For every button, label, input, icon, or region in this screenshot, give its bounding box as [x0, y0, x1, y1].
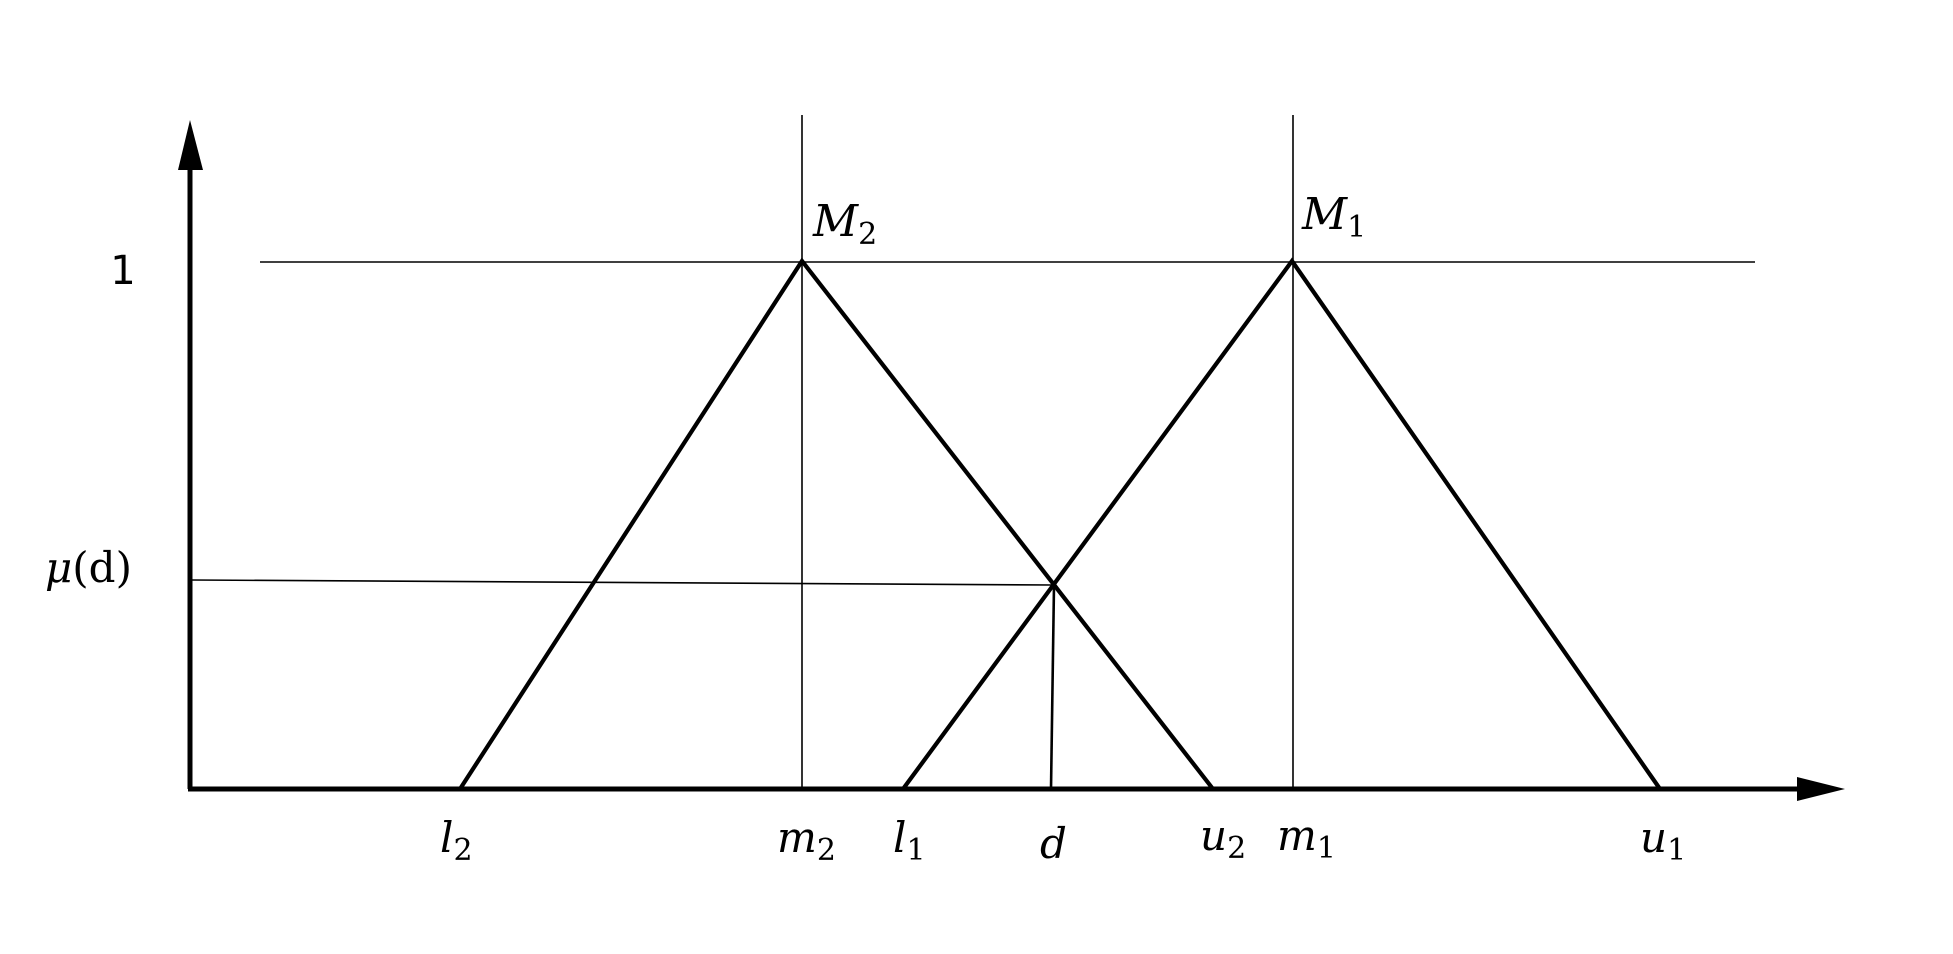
x-label-m2: m2	[777, 813, 836, 868]
d-vertical-line	[1049, 584, 1056, 790]
y-tick-mu-d: μ(d)	[45, 543, 132, 592]
peak-label-m2: M2	[812, 196, 877, 252]
x-label-d: d	[1040, 819, 1067, 868]
triangle-m1	[901, 257, 1662, 791]
peak-label-m1: M1	[1301, 189, 1366, 245]
y-axis-arrow-icon	[178, 120, 203, 170]
mu-d-line	[191, 579, 1054, 586]
x-label-m1: m1	[1277, 811, 1336, 866]
x-axis-arrow-icon	[1797, 777, 1845, 801]
x-label-u2: u2	[1200, 811, 1246, 866]
triangle-m2	[458, 257, 1215, 791]
x-label-l1: l1	[893, 813, 926, 868]
x-label-u1: u1	[1640, 813, 1686, 868]
y-tick-one: 1	[110, 248, 135, 294]
x-label-l2: l2	[440, 813, 473, 868]
